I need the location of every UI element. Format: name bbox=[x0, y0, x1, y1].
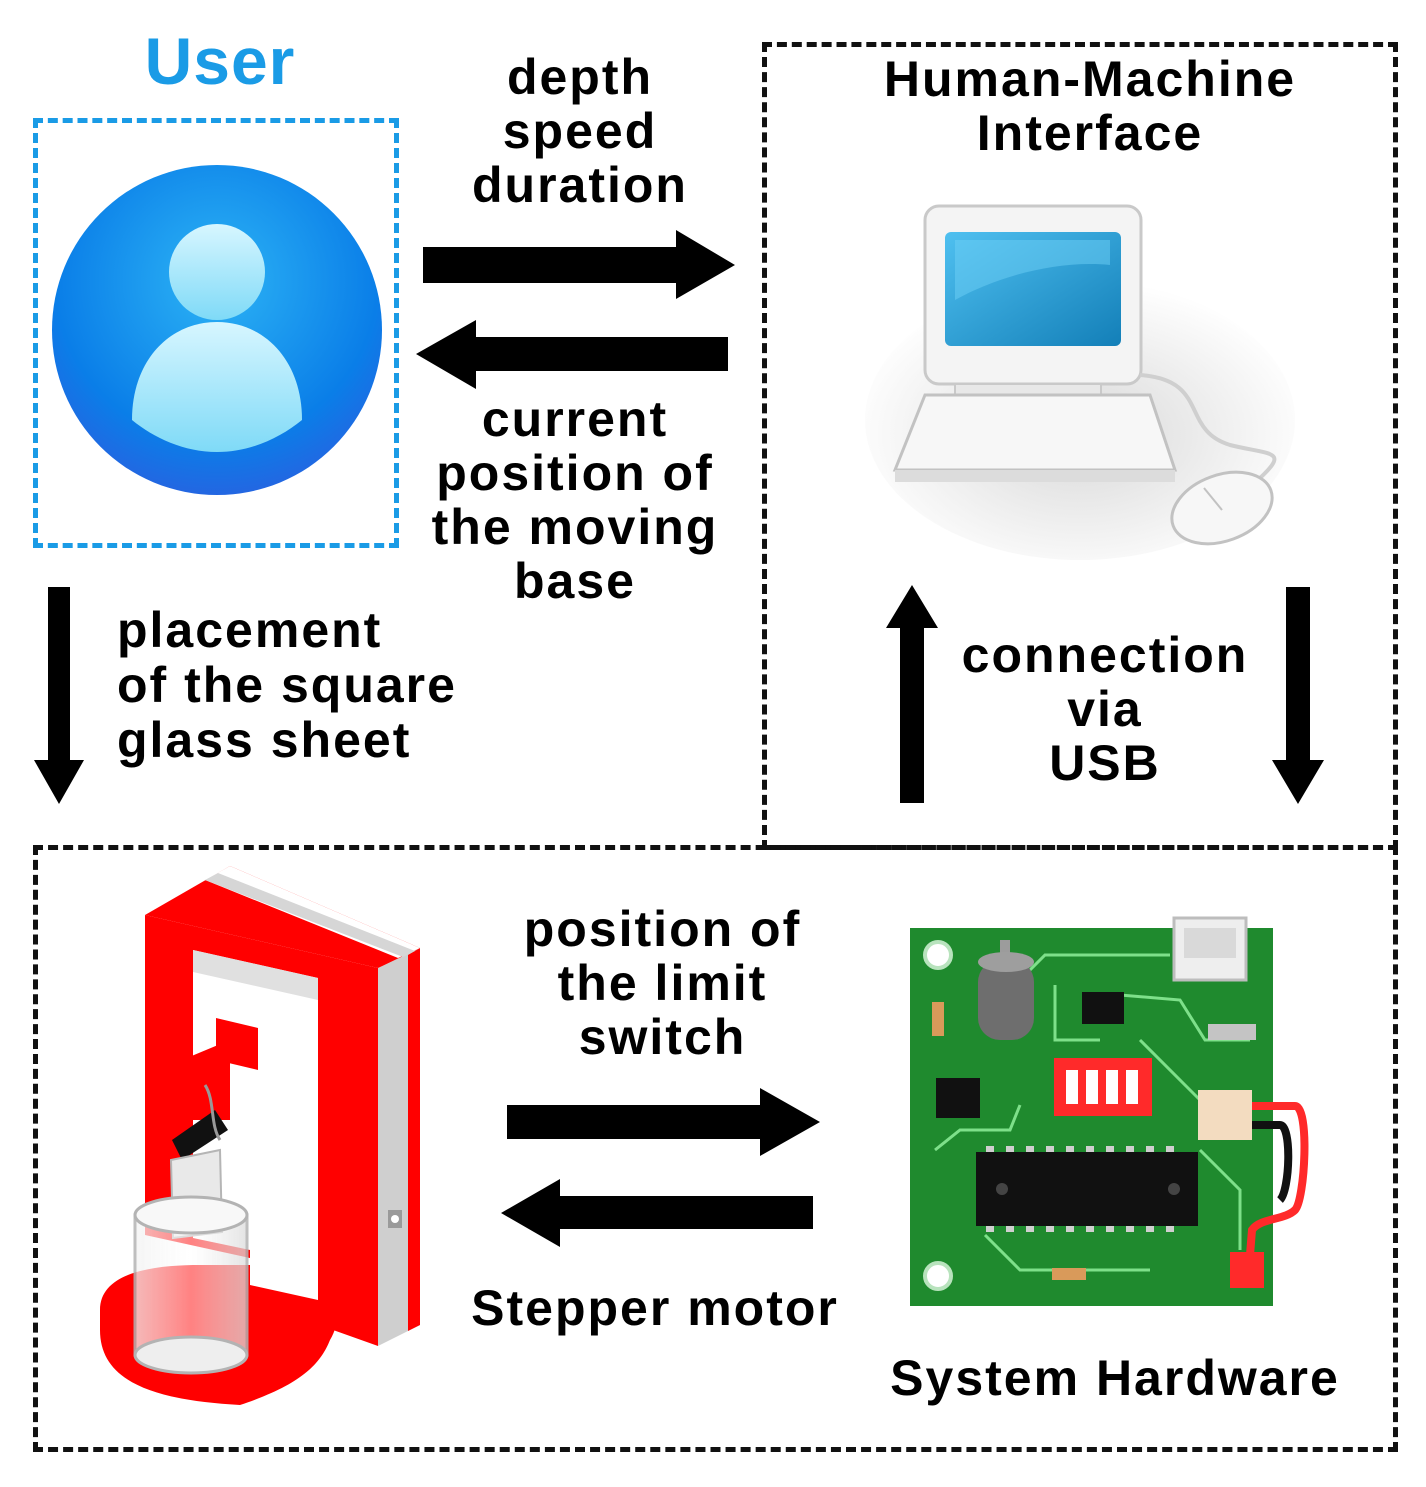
user-frame bbox=[33, 118, 399, 548]
label-user-to-hmi: depth speed duration bbox=[472, 49, 688, 213]
immersion-device-icon bbox=[100, 866, 420, 1405]
arrow-usb-down bbox=[1272, 587, 1324, 804]
hardware-title: System Hardware bbox=[890, 1350, 1340, 1406]
user-avatar-icon bbox=[52, 165, 382, 495]
user-title: User bbox=[144, 24, 296, 98]
label-stepper-motor: Stepper motor bbox=[471, 1280, 839, 1336]
hardware-frame bbox=[33, 845, 1398, 1452]
arrow-hw-to-device bbox=[501, 1179, 813, 1247]
label-hmi-to-user: current position of the moving base bbox=[431, 391, 719, 609]
label-usb-connection: connection via USB bbox=[961, 627, 1249, 791]
arrow-user-to-hmi bbox=[423, 230, 735, 299]
circuit-board-icon bbox=[910, 916, 1309, 1306]
arrow-device-to-hw bbox=[507, 1088, 820, 1156]
label-device-to-hw: position of the limit switch bbox=[523, 901, 802, 1065]
computer-icon bbox=[865, 204, 1295, 560]
arrow-usb-up bbox=[886, 585, 938, 803]
label-user-down: placement of the square glass sheet bbox=[117, 602, 457, 768]
hmi-title: Human-Machine Interface bbox=[883, 51, 1297, 161]
arrow-user-down bbox=[34, 587, 84, 804]
arrow-hmi-to-user bbox=[416, 320, 728, 389]
